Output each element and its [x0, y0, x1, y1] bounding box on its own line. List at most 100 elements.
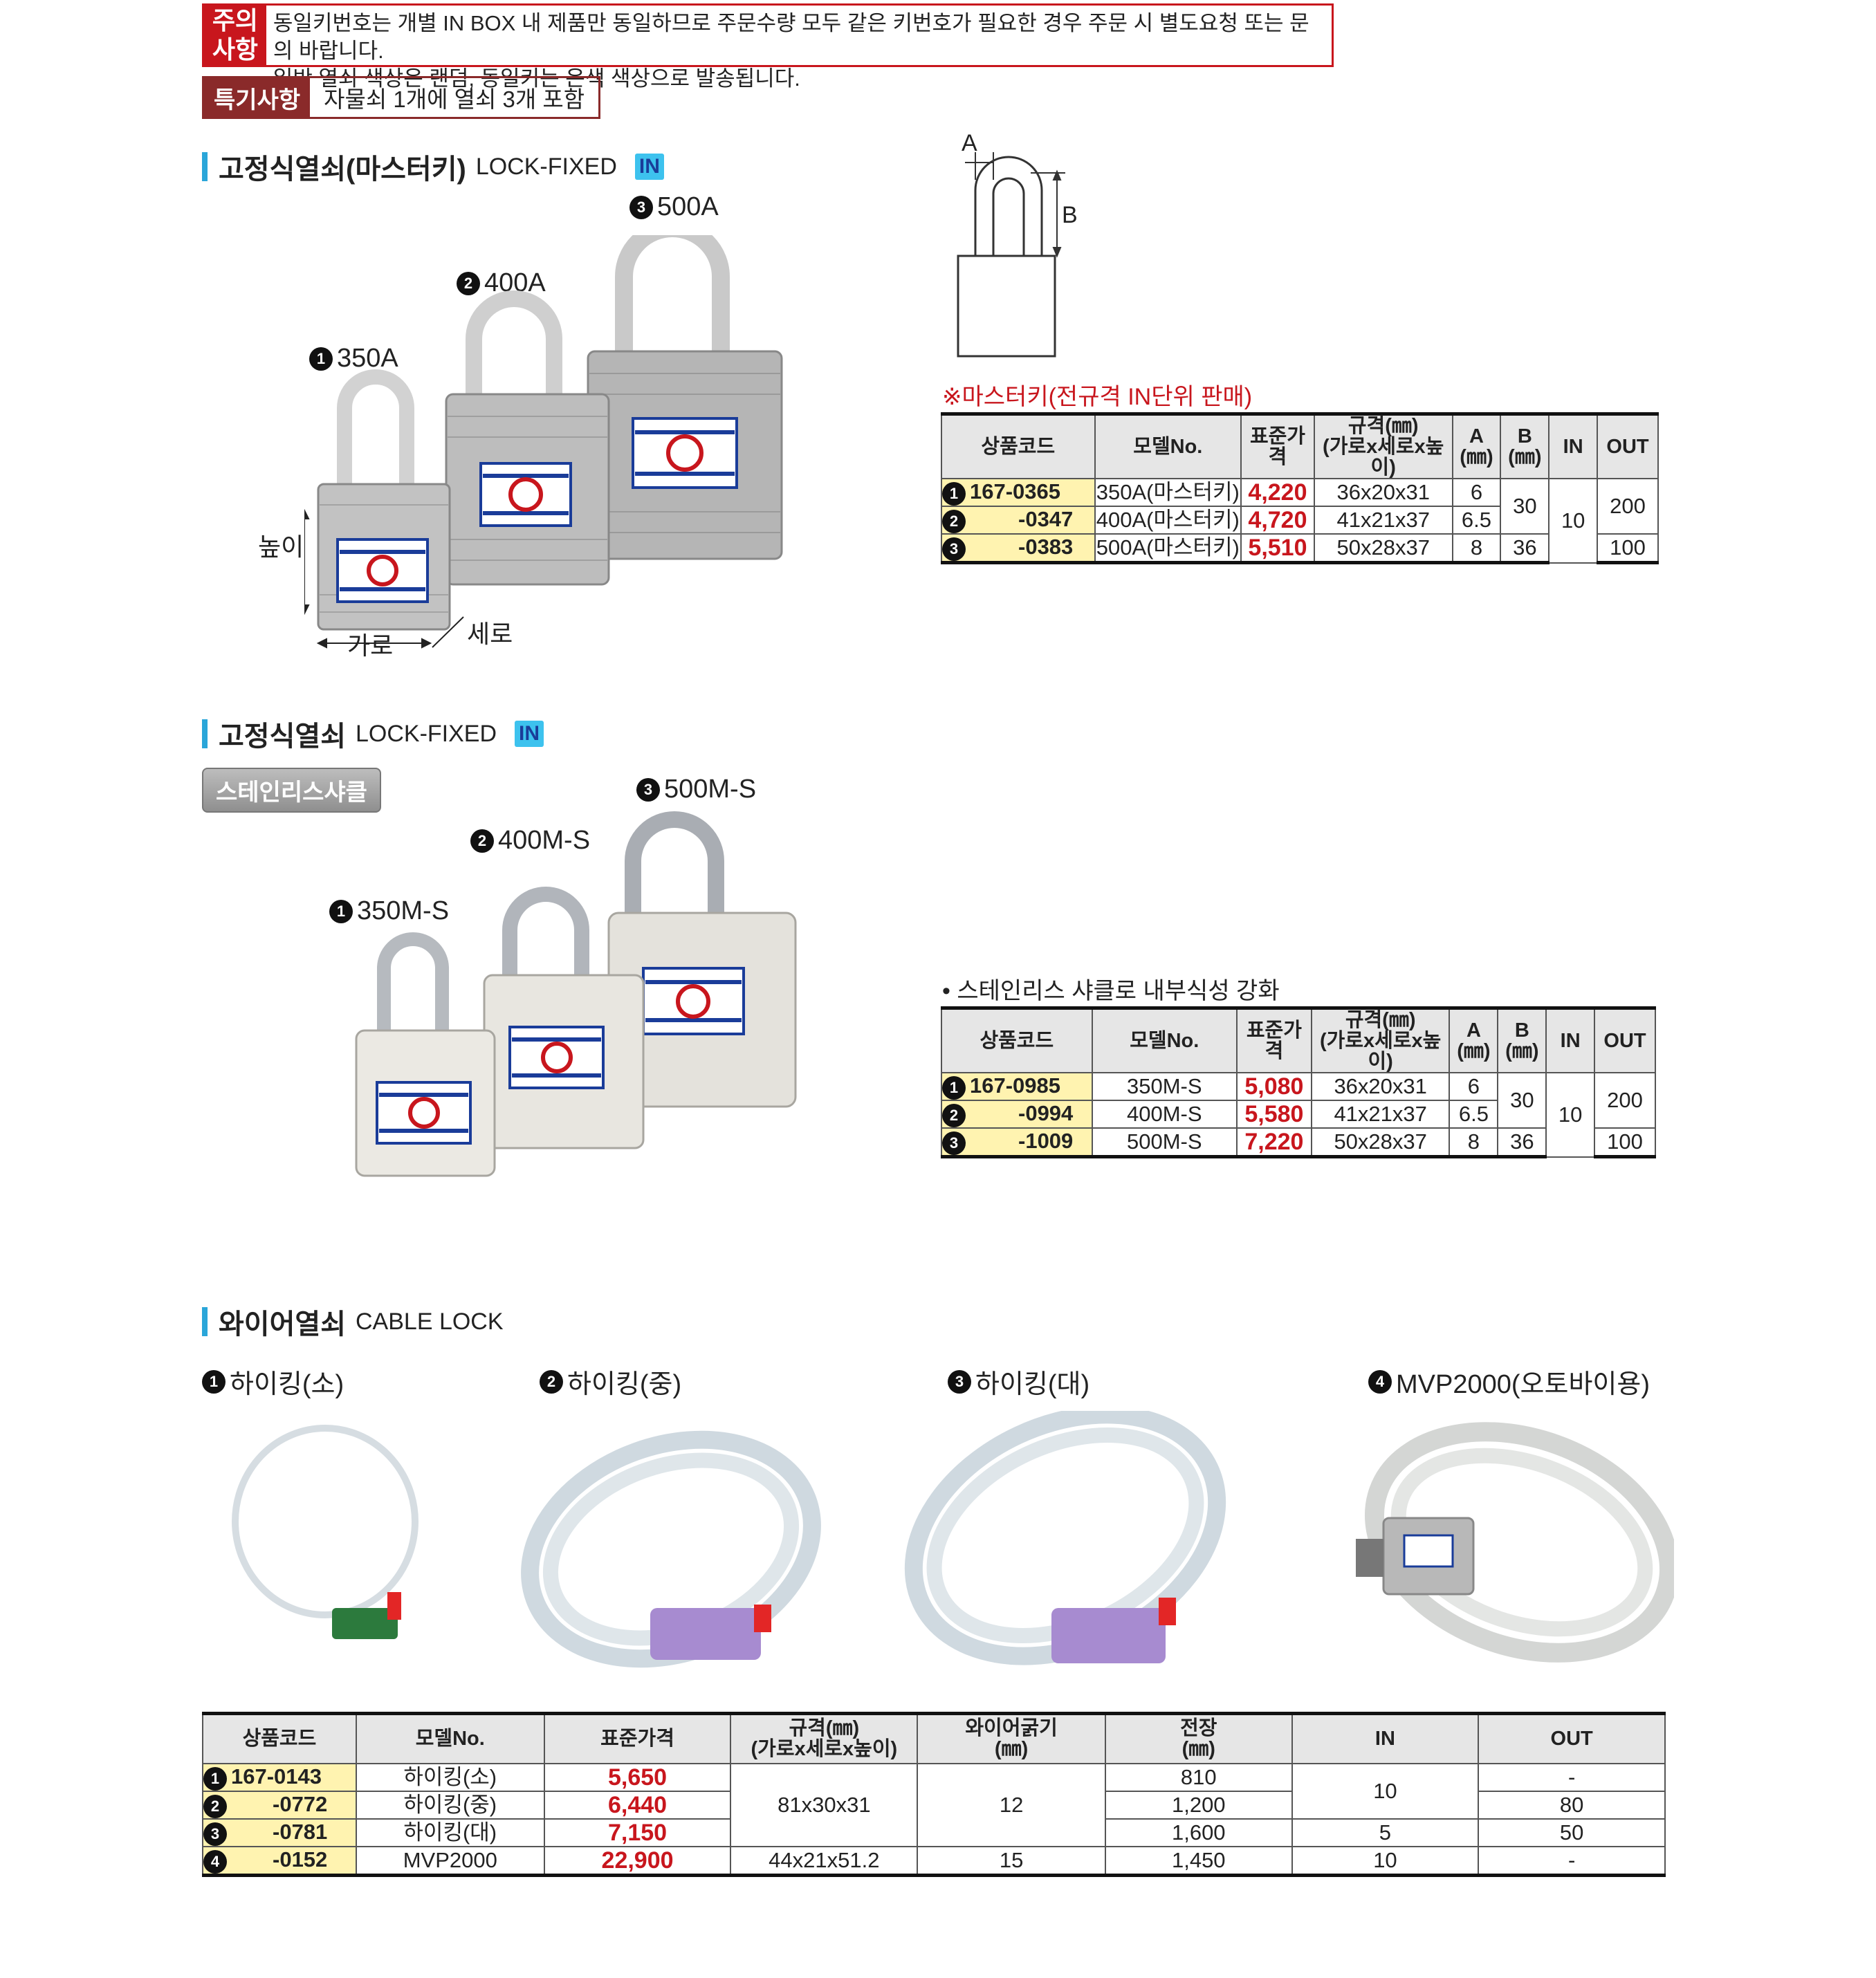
product-label: 2 400M-S [470, 826, 590, 856]
spec-cell: 36x20x31 [1310, 1072, 1451, 1101]
dim-depth-label: 세로 [467, 620, 513, 648]
section3-title-en: CABLE LOCK [356, 1308, 504, 1335]
length-cell: 1,450 [1104, 1845, 1293, 1877]
section2-title: 고정식열쇠 LOCK-FIXED IN [202, 714, 544, 754]
section-bar [202, 719, 208, 748]
out-cell: 200 [1597, 478, 1659, 535]
header-price: 표준가격 [543, 1712, 732, 1764]
section3-title: 와이어열쇠 CABLE LOCK [202, 1302, 504, 1342]
header-wire-2: (㎜) [994, 1738, 1029, 1761]
header-a-2: (㎜) [1457, 1040, 1491, 1062]
model-cell: 하이킹(중) [355, 1790, 545, 1820]
code-value: -0383 [1018, 535, 1074, 559]
section1-title-ko: 고정식열쇠(마스터키) [219, 154, 466, 185]
spec-cell: 50x28x37 [1313, 533, 1453, 564]
header-in: IN [1291, 1712, 1480, 1764]
header-spec-2: (가로x세로x높이) [751, 1738, 898, 1761]
padlock-500m-s-icon [607, 811, 797, 1108]
product-name: 하이킹(중) [567, 1370, 682, 1399]
header-price: 표준가격 [1235, 1006, 1312, 1073]
code-cell: 3-1009 [941, 1127, 1093, 1158]
diagram-a-label: A [962, 130, 977, 156]
out-cell: - [1478, 1845, 1666, 1877]
header-code: 상품코드 [941, 412, 1096, 479]
code-value: -0347 [1018, 507, 1074, 531]
header-code: 상품코드 [202, 1712, 357, 1764]
cable-lock-medium-icon [521, 1430, 821, 1668]
number-badge: 1 [202, 1369, 226, 1394]
table-header-row: 상품코드 모델No. 표준가격 규격(㎜)(가로x세로x높이) A(㎜) B(㎜… [941, 412, 1659, 479]
spec-cell: 50x28x37 [1310, 1127, 1451, 1158]
number-badge: 2 [942, 510, 966, 533]
product-label: 3 500A [629, 192, 719, 222]
table-row: 2-0772 하이킹(중) 6,440 1,200 80 [202, 1790, 1666, 1820]
dimension-diagram [957, 152, 1065, 358]
number-badge: 2 [470, 829, 494, 853]
out-cell: - [1478, 1762, 1666, 1792]
notice-tag-line2: 사항 [212, 35, 259, 64]
header-spec: 규격(㎜)(가로x세로x높이) [730, 1712, 919, 1764]
header-model: 모델No. [1094, 412, 1242, 479]
header-b: B(㎜) [1500, 412, 1550, 479]
notice-line1: 동일키번호는 개별 IN BOX 내 제품만 동일하므로 주문수량 모두 같은 … [273, 11, 1309, 63]
dim-height-label: 높이 [258, 533, 304, 561]
section2-title-en: LOCK-FIXED [356, 720, 497, 747]
product-name: 500A [657, 192, 719, 221]
header-spec-1: 규격(㎜) [1345, 1009, 1416, 1031]
code-value: 167-0985 [970, 1073, 1061, 1098]
model-cell: 350M-S [1091, 1072, 1238, 1101]
header-a: A(㎜) [1451, 412, 1502, 479]
header-a: A(㎜) [1449, 1006, 1499, 1073]
header-model: 모델No. [1091, 1006, 1238, 1073]
padlock-illustration-group [304, 235, 783, 649]
header-a-1: A [1469, 425, 1484, 447]
table-header-row: 상품코드 모델No. 표준가격 규격(㎜)(가로x세로x높이) A(㎜) B(㎜… [941, 1006, 1656, 1073]
cable-lock-mvp2000-icon [1356, 1422, 1674, 1663]
product-label: 1 하이킹(소) [202, 1362, 344, 1401]
header-out: OUT [1478, 1712, 1666, 1764]
header-out: OUT [1594, 1006, 1656, 1073]
model-cell: 500M-S [1091, 1127, 1238, 1158]
padlock-350m-s-icon [355, 932, 496, 1177]
in-cell: 10 [1291, 1762, 1480, 1820]
padlock-400a-icon [445, 290, 610, 586]
special-value: 자물쇠 1개에 열쇠 3개 포함 [324, 86, 585, 112]
code-cell: 3-0383 [941, 533, 1096, 564]
header-length-1: 전장 [1180, 1717, 1217, 1740]
padlock-500a-icon [587, 235, 783, 560]
header-length-2: (㎜) [1181, 1738, 1215, 1761]
header-wire: 와이어굵기(㎜) [917, 1712, 1106, 1764]
b-cell: 36 [1500, 533, 1550, 564]
header-wire-1: 와이어굵기 [965, 1717, 1058, 1740]
b-cell: 30 [1500, 478, 1550, 535]
header-spec-1: 규격(㎜) [1348, 415, 1419, 437]
b-cell: 36 [1497, 1127, 1547, 1158]
length-cell: 1,600 [1104, 1818, 1293, 1847]
section1-table: 상품코드 모델No. 표준가격 규격(㎜)(가로x세로x높이) A(㎜) B(㎜… [941, 412, 1659, 564]
product-name: 하이킹(대) [975, 1370, 1090, 1399]
in-cell: 5 [1291, 1818, 1480, 1847]
table-header-row: 상품코드 모델No. 표준가격 규격(㎜)(가로x세로x높이) 와이어굵기(㎜)… [202, 1712, 1666, 1764]
section1-title: 고정식열쇠(마스터키) LOCK-FIXED IN [202, 147, 664, 187]
header-b: B(㎜) [1497, 1006, 1547, 1073]
section2-title-ko: 고정식열쇠 [219, 721, 346, 752]
header-b-1: B [1514, 1019, 1529, 1042]
product-label: 3 하이킹(대) [948, 1362, 1089, 1401]
code-cell: 2-0772 [202, 1790, 357, 1820]
product-label: 1 350M-S [329, 896, 449, 926]
section1-note: ※마스터키(전규격 IN단위 판매) [942, 384, 1253, 410]
product-name: 하이킹(소) [230, 1370, 344, 1399]
model-cell: 하이킹(대) [355, 1818, 545, 1847]
section-bar [202, 1307, 208, 1336]
out-cell: 80 [1478, 1790, 1666, 1820]
header-in: IN [1548, 412, 1599, 479]
notice-tag-line1: 주의 [212, 6, 259, 35]
table-row: 2-0994 400M-S 5,580 41x21x37 6.5 [941, 1100, 1655, 1129]
in-badge: IN [634, 154, 664, 180]
in-cell: 10 [1548, 478, 1599, 564]
code-cell: 3-0781 [202, 1818, 357, 1847]
section1-title-en: LOCK-FIXED [475, 153, 617, 180]
code-value: -0781 [273, 1819, 328, 1844]
